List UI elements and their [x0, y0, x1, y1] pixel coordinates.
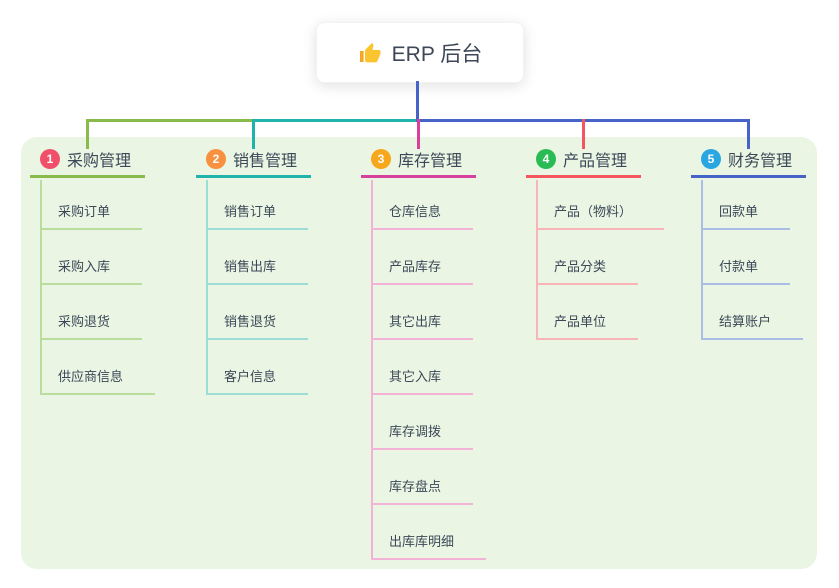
child-node[interactable]: 产品分类	[536, 258, 639, 285]
root-label: ERP 后台	[391, 42, 483, 66]
connector-line	[40, 180, 42, 395]
branch-header-2[interactable]: 2 销售管理	[196, 147, 311, 178]
child-node[interactable]: 其它入库	[371, 368, 474, 395]
child-node[interactable]: 结算账户	[701, 313, 804, 340]
mindmap-panel	[21, 137, 817, 569]
connector-line	[701, 180, 703, 340]
child-node[interactable]: 产品（物料）	[536, 203, 665, 230]
child-node[interactable]: 销售订单	[206, 203, 309, 230]
branch-label: 销售管理	[233, 153, 298, 170]
child-node[interactable]: 其它出库	[371, 313, 474, 340]
connector-line	[252, 119, 418, 122]
connector-line	[582, 119, 585, 149]
child-node[interactable]: 供应商信息	[40, 368, 156, 395]
child-node[interactable]: 销售出库	[206, 258, 309, 285]
branch-number-badge: 4	[536, 149, 556, 169]
child-node[interactable]: 采购入库	[40, 258, 143, 285]
child-node[interactable]: 采购退货	[40, 313, 143, 340]
connector-line	[536, 180, 538, 340]
child-node[interactable]: 仓库信息	[371, 203, 474, 230]
child-node[interactable]: 采购订单	[40, 203, 143, 230]
connector-line	[416, 81, 419, 120]
branch-header-5[interactable]: 5 财务管理	[691, 147, 806, 178]
branch-header-1[interactable]: 1 采购管理	[30, 147, 145, 178]
thumbs-up-icon	[358, 41, 382, 65]
branch-label: 财务管理	[728, 153, 793, 170]
branch-label: 采购管理	[67, 153, 132, 170]
child-node[interactable]: 库存调拨	[371, 423, 474, 450]
child-node[interactable]: 客户信息	[206, 368, 309, 395]
connector-line	[252, 119, 255, 149]
branch-number-badge: 5	[701, 149, 721, 169]
connector-line	[86, 119, 89, 149]
connector-line	[86, 119, 253, 122]
child-node[interactable]: 付款单	[701, 258, 791, 285]
connector-line	[747, 119, 750, 149]
branch-header-4[interactable]: 4 产品管理	[526, 147, 641, 178]
connector-line	[417, 119, 420, 149]
connector-line	[206, 180, 208, 395]
branch-header-3[interactable]: 3 库存管理	[361, 147, 476, 178]
branch-label: 产品管理	[563, 153, 628, 170]
connector-line	[371, 180, 373, 560]
child-node[interactable]: 产品库存	[371, 258, 474, 285]
branch-number-badge: 3	[371, 149, 391, 169]
child-node[interactable]: 库存盘点	[371, 478, 474, 505]
root-node[interactable]: ERP 后台	[316, 22, 524, 83]
child-node[interactable]: 销售退货	[206, 313, 309, 340]
child-node[interactable]: 产品单位	[536, 313, 639, 340]
child-node[interactable]: 回款单	[701, 203, 791, 230]
child-node[interactable]: 出库库明细	[371, 533, 487, 560]
branch-number-badge: 1	[40, 149, 60, 169]
branch-number-badge: 2	[206, 149, 226, 169]
branch-label: 库存管理	[398, 153, 463, 170]
